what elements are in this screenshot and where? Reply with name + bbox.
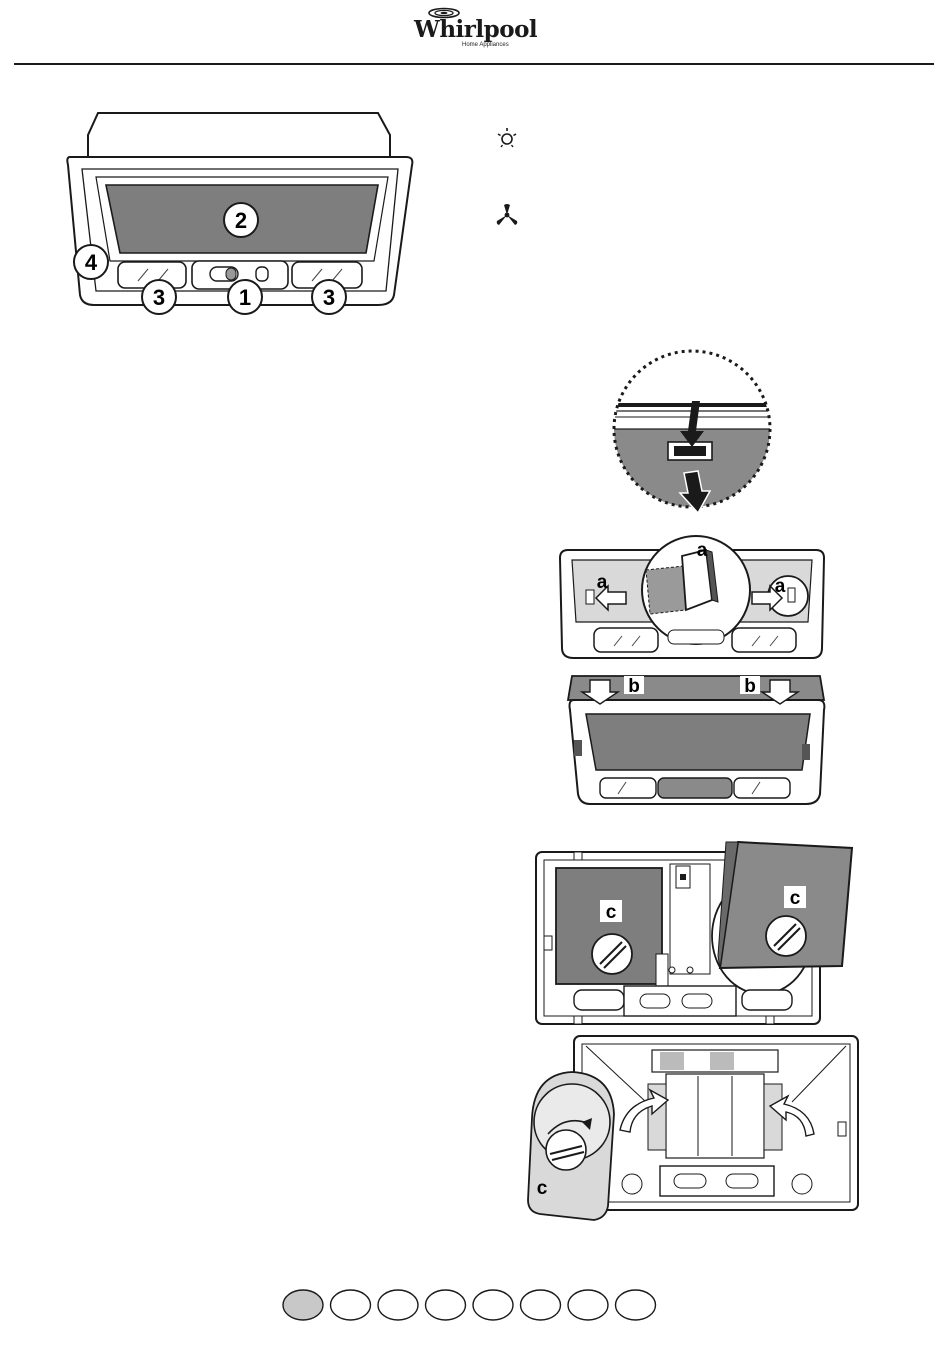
svg-text:3: 3 xyxy=(323,285,335,310)
label-b-left: b xyxy=(628,676,640,697)
brand-subtitle: Home Appliances xyxy=(462,42,509,48)
carbon-filter-rotate-diagram: c xyxy=(522,1034,862,1226)
filter-lowering-diagram: b b xyxy=(566,670,828,808)
fan-icon xyxy=(494,203,520,227)
label-c-bottom: c xyxy=(537,1178,548,1199)
callout-3-right: 3 xyxy=(312,280,346,314)
hood-overview-diagram: 2 4 3 1 3 xyxy=(60,105,420,320)
label-a-left: a xyxy=(597,572,608,593)
page-dot xyxy=(521,1290,561,1320)
label-c-right: c xyxy=(790,888,801,909)
svg-text:4: 4 xyxy=(85,250,98,275)
callout-1: 1 xyxy=(228,280,262,314)
page-dot xyxy=(616,1290,656,1320)
label-b-right: b xyxy=(744,676,756,697)
whirlpool-logo: Whirlpool Home Appliances xyxy=(408,4,532,56)
header-divider xyxy=(14,63,934,65)
callout-3-left: 3 xyxy=(142,280,176,314)
page-dot xyxy=(331,1290,371,1320)
page-dot xyxy=(568,1290,608,1320)
light-bulb-icon xyxy=(494,126,520,152)
page-dot xyxy=(426,1290,466,1320)
callout-4: 4 xyxy=(74,245,108,279)
brand-name: Whirlpool xyxy=(414,16,537,43)
latch-detail-zoom xyxy=(608,345,776,517)
label-a-right: a xyxy=(775,576,786,597)
page-dot-active xyxy=(283,1290,323,1320)
page-dot xyxy=(378,1290,418,1320)
filter-latch-release-diagram: a a a xyxy=(556,530,828,666)
page-indicator xyxy=(281,1287,661,1323)
carbon-filter-install-diagram: c c xyxy=(530,836,855,1030)
label-c-left: c xyxy=(606,902,617,923)
svg-text:3: 3 xyxy=(153,285,165,310)
svg-text:1: 1 xyxy=(239,285,251,310)
callout-2: 2 xyxy=(224,203,258,237)
svg-text:2: 2 xyxy=(235,208,247,233)
page-dot xyxy=(473,1290,513,1320)
label-a-zoom: a xyxy=(697,540,708,561)
